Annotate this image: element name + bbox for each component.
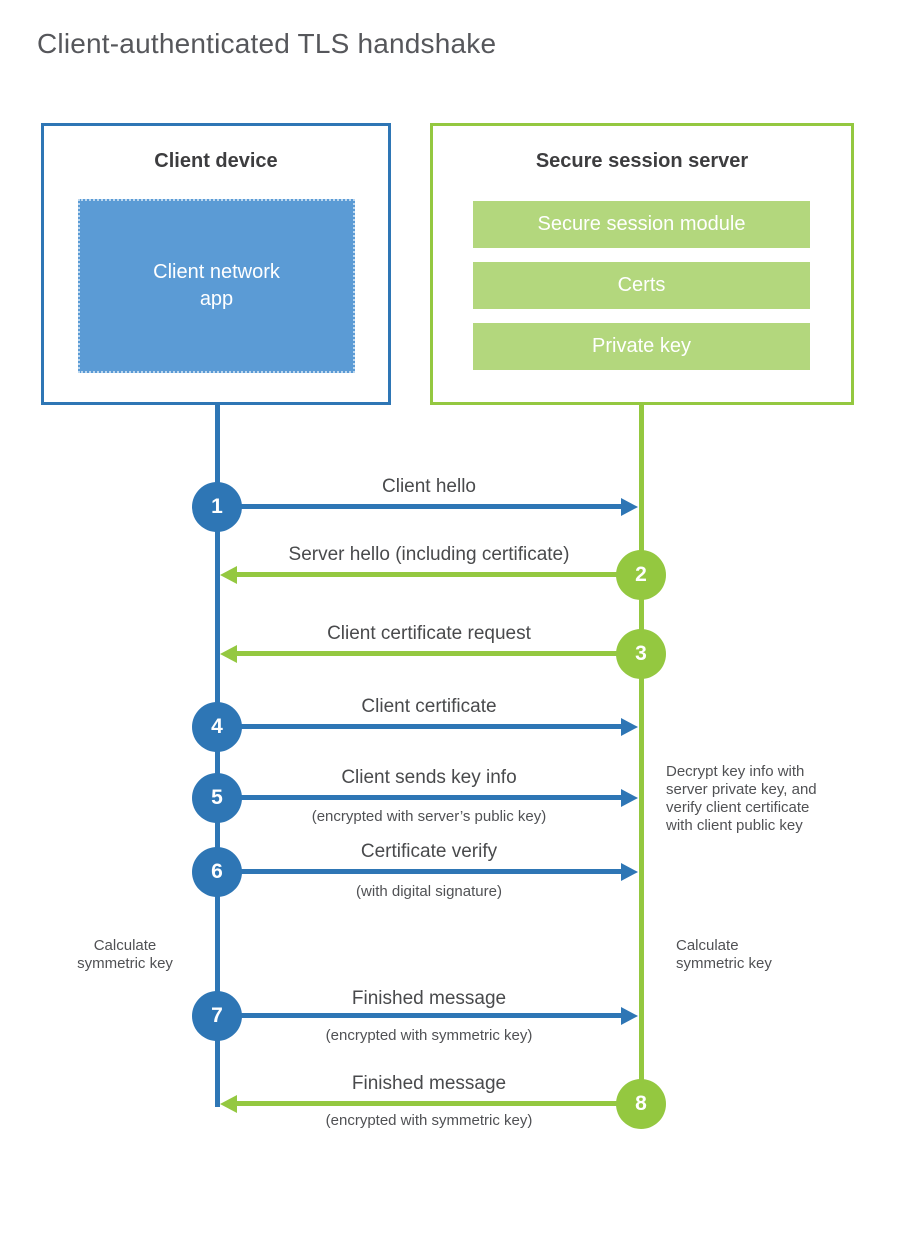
- step-2-label: Server hello (including certificate): [288, 544, 570, 565]
- step-4-circle: 4: [192, 702, 242, 752]
- step-8-sublabel: (encrypted with symmetric key): [325, 1112, 533, 1129]
- server-module-bar: Private key: [473, 323, 810, 370]
- client-network-app-box: Client network app: [78, 199, 355, 373]
- note-calculate-symmetric-key-server: Calculate symmetric key: [676, 937, 772, 972]
- module-label: Certs: [617, 274, 666, 296]
- step-6-arrowhead-icon: [621, 863, 638, 881]
- step-1-arrowhead-icon: [621, 498, 638, 516]
- step-8-arrow: [236, 1101, 618, 1106]
- step-8-arrowhead-icon: [220, 1095, 237, 1113]
- step-3-label: Client certificate request: [327, 623, 531, 644]
- client-device-box: Client device Client network app: [41, 123, 391, 405]
- step-3-arrow: [236, 651, 618, 656]
- note-decrypt-key-info: Decrypt key info with server private key…: [666, 763, 817, 834]
- server-box: Secure session server Secure session mod…: [430, 123, 854, 405]
- step-5-arrowhead-icon: [621, 789, 638, 807]
- step-5-sublabel: (encrypted with server’s public key): [311, 808, 547, 825]
- step-7-circle: 7: [192, 991, 242, 1041]
- step-7-arrow: [240, 1013, 623, 1018]
- server-module-bar: Certs: [473, 262, 810, 309]
- step-2-arrowhead-icon: [220, 566, 237, 584]
- module-label: Secure session module: [537, 213, 746, 235]
- step-1-arrow: [240, 504, 623, 509]
- step-8-circle: 8: [616, 1079, 666, 1129]
- note-calculate-symmetric-key-client: Calculate symmetric key: [77, 937, 173, 972]
- step-3-arrowhead-icon: [220, 645, 237, 663]
- step-5-circle: 5: [192, 773, 242, 823]
- step-8-label: Finished message: [351, 1073, 507, 1094]
- step-6-label: Certificate verify: [360, 841, 498, 862]
- server-title: Secure session server: [535, 150, 749, 172]
- client-device-title: Client device: [154, 150, 278, 172]
- step-4-arrow: [240, 724, 623, 729]
- module-label: Private key: [592, 335, 691, 357]
- step-4-arrowhead-icon: [621, 718, 638, 736]
- client-lifeline: [215, 405, 220, 1107]
- server-module-bar: Secure session module: [473, 201, 810, 248]
- step-3-circle: 3: [616, 629, 666, 679]
- step-2-circle: 2: [616, 550, 666, 600]
- client-network-app-label: Client network app: [153, 261, 280, 310]
- step-6-sublabel: (with digital signature): [356, 883, 502, 900]
- server-lifeline: [639, 405, 644, 1125]
- page-title: Client-authenticated TLS handshake: [37, 28, 497, 59]
- step-2-arrow: [236, 572, 618, 577]
- step-6-circle: 6: [192, 847, 242, 897]
- step-7-arrowhead-icon: [621, 1007, 638, 1025]
- step-5-arrow: [240, 795, 623, 800]
- step-6-arrow: [240, 869, 623, 874]
- step-7-label: Finished message: [351, 988, 507, 1009]
- step-5-label: Client sends key info: [341, 767, 517, 788]
- step-1-circle: 1: [192, 482, 242, 532]
- step-1-label: Client hello: [382, 476, 476, 497]
- step-4-label: Client certificate: [361, 696, 497, 717]
- step-7-sublabel: (encrypted with symmetric key): [325, 1027, 533, 1044]
